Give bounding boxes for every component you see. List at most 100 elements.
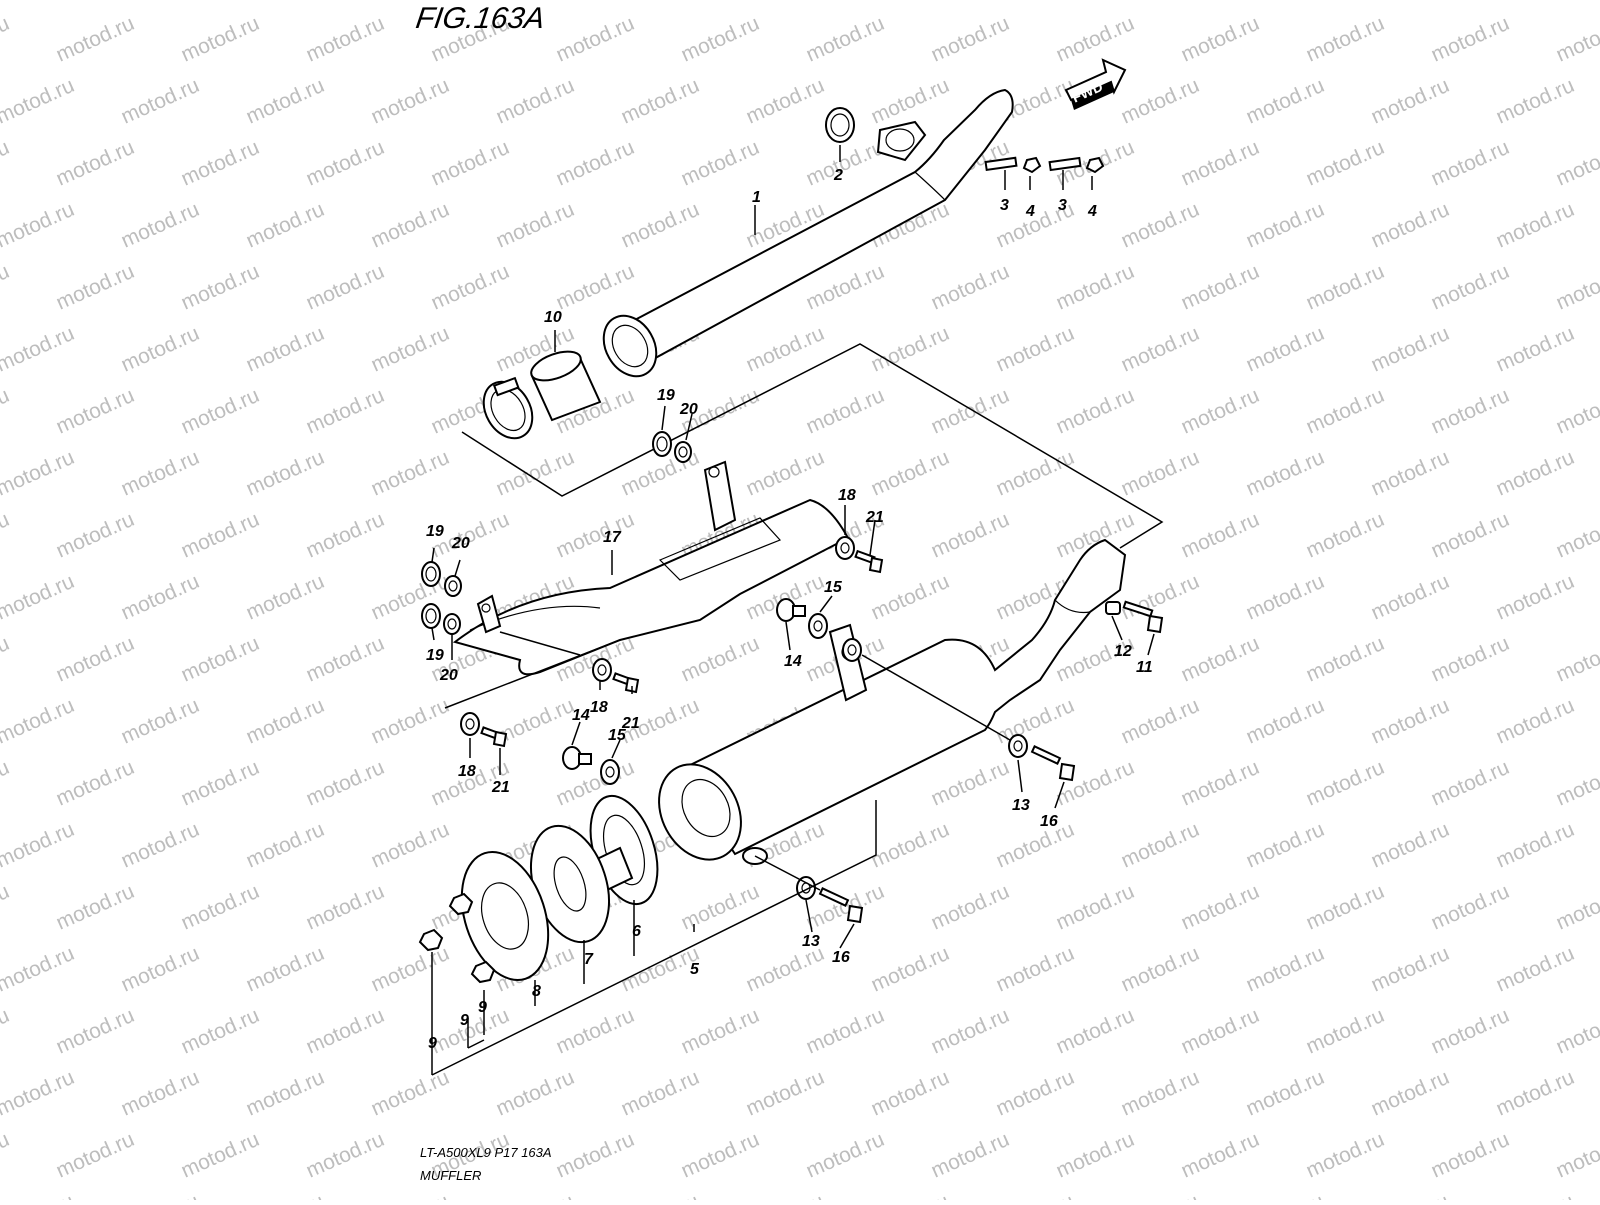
watermark-text: motod.ru <box>1178 880 1263 935</box>
watermark-text: motod.ru <box>243 198 328 253</box>
watermark-text: motod.ru <box>0 756 13 811</box>
hardware-bolts-washers <box>418 431 1164 984</box>
watermark-text: motod.ru <box>428 260 513 315</box>
callout-3a: 3 <box>1000 197 1009 214</box>
watermark-text: motod.ru <box>1428 384 1513 439</box>
watermark-text: motod.ru <box>368 942 453 997</box>
watermark-text: motod.ru <box>928 1128 1013 1183</box>
studs-and-nuts-3-4 <box>984 156 1105 174</box>
watermark-text: motod.ru <box>743 74 828 129</box>
watermark-text: motod.ru <box>618 74 703 129</box>
watermark-text: motod.ru <box>1243 942 1328 997</box>
watermark-text: motod.ru <box>1368 570 1453 625</box>
watermark-text: motod.ru <box>1243 1190 1328 1200</box>
watermark-text: motod.ru <box>1428 260 1513 315</box>
callout-10: 10 <box>544 309 562 326</box>
watermark-text: motod.ru <box>743 1190 828 1200</box>
fwd-arrow-icon: FWD <box>1064 58 1127 110</box>
watermark-text: motod.ru <box>53 508 138 563</box>
watermark-text: motod.ru <box>1118 694 1203 749</box>
watermark-text: motod.ru <box>368 446 453 501</box>
watermark-text: motod.ru <box>0 12 13 67</box>
watermark-text: motod.ru <box>0 1190 78 1200</box>
watermark-text: motod.ru <box>1303 508 1388 563</box>
watermark-text: motod.ru <box>1053 880 1138 935</box>
watermark-text: motod.ru <box>368 694 453 749</box>
watermark-text: motod.ru <box>1118 198 1203 253</box>
watermark-text: motod.ru <box>368 198 453 253</box>
watermark-text: motod.ru <box>1368 446 1453 501</box>
watermark-text: motod.ru <box>1118 818 1203 873</box>
watermark-text: motod.ru <box>243 942 328 997</box>
watermark-text: motod.ru <box>178 632 263 687</box>
watermark-text: motod.ru <box>303 880 388 935</box>
callout-21c: 21 <box>491 779 510 796</box>
exhaust-pipe-part-1 <box>602 88 1014 378</box>
watermark-text: motod.ru <box>493 74 578 129</box>
callout-2: 2 <box>833 167 843 184</box>
watermark-text: motod.ru <box>493 446 578 501</box>
watermark-text: motod.ru <box>1243 322 1328 377</box>
watermark-text: motod.ru <box>1368 942 1453 997</box>
watermark-text: motod.ru <box>803 1128 888 1183</box>
watermark-text: motod.ru <box>1178 1004 1263 1059</box>
watermark-text: motod.ru <box>1493 446 1578 501</box>
watermark-text: motod.ru <box>118 818 203 873</box>
watermark-text: motod.ru <box>1303 756 1388 811</box>
watermark-text: motod.ru <box>678 1128 763 1183</box>
watermark-text: motod.ru <box>928 12 1013 67</box>
watermark-text: motod.ru <box>1178 136 1263 191</box>
watermark-text: motod.ru <box>1303 136 1388 191</box>
watermark-text: motod.ru <box>1428 632 1513 687</box>
watermark-text: motod.ru <box>178 508 263 563</box>
watermark-text: motod.ru <box>928 880 1013 935</box>
callout-12: 12 <box>1114 643 1132 660</box>
watermark-text: motod.ru <box>303 1128 388 1183</box>
callout-labels: 1 2 3 4 3 4 10 19 20 17 18 21 19 20 19 2… <box>426 167 1153 1052</box>
callout-13b: 13 <box>802 933 820 950</box>
watermark-text: motod.ru <box>1118 570 1203 625</box>
watermark-text: motod.ru <box>1303 632 1388 687</box>
assembly-frame-line <box>461 343 1164 549</box>
watermark-text: motod.ru <box>1368 1066 1453 1121</box>
watermark-text: motod.ru <box>303 632 388 687</box>
watermark-text: motod.ru <box>743 1066 828 1121</box>
watermark-text: motod.ru <box>118 322 203 377</box>
watermark-text: motod.ru <box>0 942 78 997</box>
watermark-text: motod.ru <box>1303 12 1388 67</box>
connector-pipe-part-10 <box>482 350 602 440</box>
callout-11: 11 <box>1136 659 1153 676</box>
callout-9b: 9 <box>460 1012 469 1029</box>
watermark-text: motod.ru <box>1243 694 1328 749</box>
watermark-text: motod.ru <box>553 1004 638 1059</box>
watermark-text: motod.ru <box>1053 260 1138 315</box>
watermark-text: motod.ru <box>1243 1066 1328 1121</box>
watermark-text: motod.ru <box>1368 0 1453 5</box>
watermark-text: motod.ru <box>1553 508 1600 563</box>
watermark-text: motod.ru <box>678 12 763 67</box>
watermark-text: motod.ru <box>993 1066 1078 1121</box>
callout-9a: 9 <box>428 1035 437 1052</box>
watermark-text: motod.ru <box>1118 942 1203 997</box>
watermark-text: motod.ru <box>53 12 138 67</box>
watermark-text: motod.ru <box>993 818 1078 873</box>
watermark-text: motod.ru <box>53 260 138 315</box>
watermark-text: motod.ru <box>1553 1128 1600 1183</box>
watermark-text: motod.ru <box>493 198 578 253</box>
watermark-text: motod.ru <box>118 74 203 129</box>
watermark-text: motod.ru <box>618 1066 703 1121</box>
watermark-text: motod.ru <box>1428 508 1513 563</box>
watermark-text: motod.ru <box>928 1004 1013 1059</box>
watermark-text: motod.ru <box>1053 384 1138 439</box>
watermark-text: motod.ru <box>368 74 453 129</box>
watermark-text: motod.ru <box>868 1190 953 1200</box>
watermark-text: motod.ru <box>553 1128 638 1183</box>
watermark-text: motod.ru <box>1118 322 1203 377</box>
watermark-text: motod.ru <box>0 632 13 687</box>
watermark-text: motod.ru <box>993 1190 1078 1200</box>
watermark-text: motod.ru <box>1553 632 1600 687</box>
watermark-text: motod.ru <box>1368 322 1453 377</box>
watermark-text: motod.ru <box>1553 880 1600 935</box>
watermark-text: motod.ru <box>53 384 138 439</box>
